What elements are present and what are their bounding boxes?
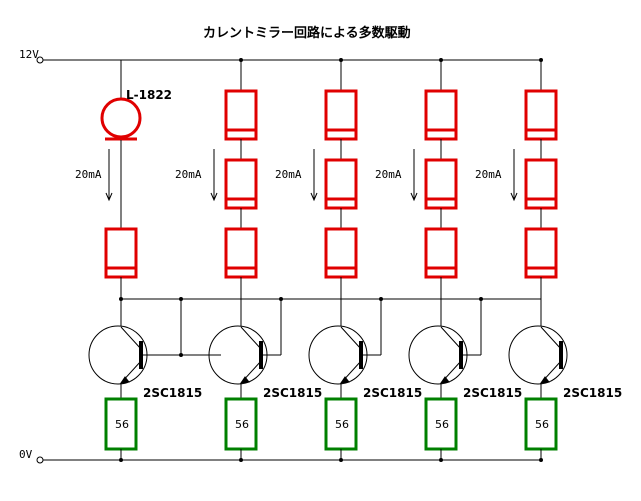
transistor-body: [408, 325, 468, 385]
junction-dot: [339, 458, 343, 462]
junction-dot: [339, 58, 343, 62]
current-arrowhead: [310, 192, 318, 202]
junction-dot: [539, 458, 543, 462]
transistor-part: 2SC1815: [463, 386, 522, 400]
current-label: 20mA: [75, 168, 102, 181]
led: [324, 89, 358, 141]
current-arrowhead: [410, 192, 418, 202]
lamp: [100, 60, 142, 229]
led: [424, 227, 458, 279]
junction-dot: [439, 458, 443, 462]
ground-terminal: [36, 456, 44, 464]
lamp-label: L-1822: [126, 88, 172, 102]
led: [524, 89, 558, 141]
led: [424, 158, 458, 210]
transistor-body: [88, 325, 148, 385]
led: [224, 227, 258, 279]
resistor-value: 56: [535, 418, 549, 431]
ground-label: 0V: [19, 448, 33, 461]
led: [524, 227, 558, 279]
collector-lead: [120, 326, 142, 350]
collector-lead: [440, 326, 462, 350]
led: [224, 158, 258, 210]
current-label: 20mA: [475, 168, 502, 181]
emitter-arrow: [539, 376, 550, 384]
collector-lead: [240, 326, 262, 350]
supply-label: 12V: [19, 48, 39, 61]
junction-dot: [239, 58, 243, 62]
resistor-value: 56: [435, 418, 449, 431]
emitter-resistor: [524, 397, 558, 451]
emitter-resistor: [224, 397, 258, 451]
current-arrowhead: [105, 192, 113, 202]
emitter-arrow: [119, 376, 130, 384]
emitter-arrow: [239, 376, 250, 384]
current-arrowhead: [510, 192, 518, 202]
transistor-part: 2SC1815: [363, 386, 422, 400]
collector-lead: [540, 326, 562, 350]
junction-dot: [239, 458, 243, 462]
transistor-part: 2SC1815: [263, 386, 322, 400]
current-label: 20mA: [175, 168, 202, 181]
components: [88, 58, 568, 462]
emitter-arrow: [339, 376, 350, 384]
junction-dot: [119, 458, 123, 462]
junction-dot: [439, 58, 443, 62]
transistor-part: 2SC1815: [143, 386, 202, 400]
led: [324, 227, 358, 279]
diagram-title: カレントミラー回路による多数駆動: [203, 25, 411, 41]
junction-dot: [539, 58, 543, 62]
led: [424, 89, 458, 141]
emitter-arrow: [439, 376, 450, 384]
emitter-resistor: [104, 397, 138, 451]
current-arrowhead: [210, 192, 218, 202]
led: [524, 158, 558, 210]
current-label: 20mA: [275, 168, 302, 181]
transistor-part: 2SC1815: [563, 386, 622, 400]
supply-terminal: [36, 56, 44, 64]
led: [224, 89, 258, 141]
resistor-value: 56: [335, 418, 349, 431]
collector-lead: [340, 326, 362, 350]
led: [104, 227, 138, 279]
resistor-value: 56: [235, 418, 249, 431]
resistor-value: 56: [115, 418, 129, 431]
current-label: 20mA: [375, 168, 402, 181]
labels: 56 2SC1815 20mA 56 2SC1815 20mA 56 2SC1815 20mA 5…: [75, 168, 622, 431]
transistor-body: [508, 325, 568, 385]
transistor-body: [308, 325, 368, 385]
led: [324, 158, 358, 210]
